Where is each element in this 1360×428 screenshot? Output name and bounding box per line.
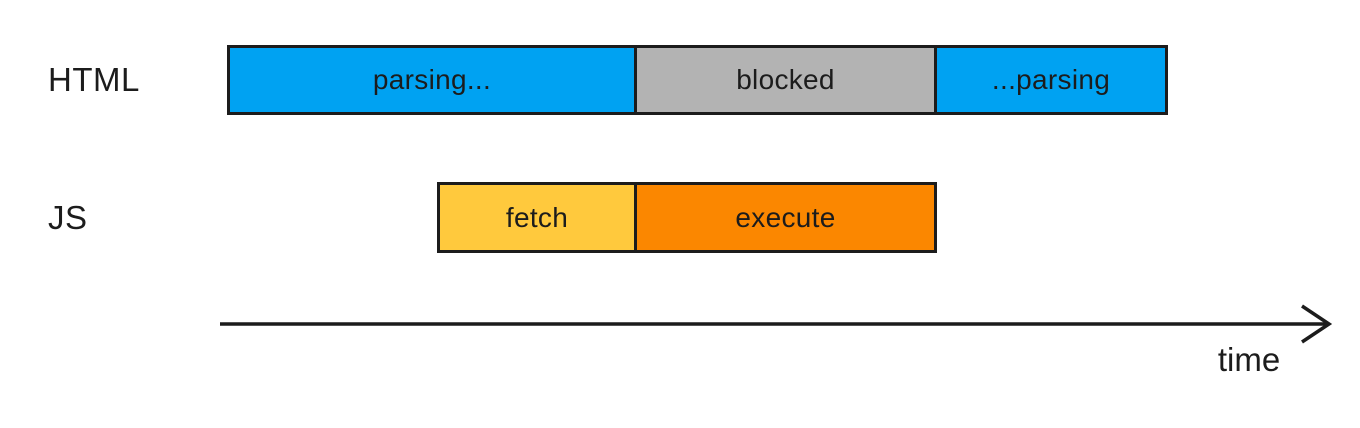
segment-parsing-resume: ...parsing [937,45,1168,115]
segment-execute: execute [637,182,937,253]
segment-blocked: blocked [637,45,937,115]
row-label-html: HTML [48,61,140,98]
time-axis-arrow-icon [220,304,1333,344]
row-label-js: JS [48,198,88,236]
html-parser-bar: parsing... blocked ...parsing [227,45,1168,115]
segment-fetch: fetch [437,182,637,253]
arrowhead-chevron-icon [1301,304,1333,344]
segment-parsing-start: parsing... [227,45,637,115]
js-script-bar: fetch execute [437,182,937,253]
time-axis-label: time [1217,341,1281,378]
